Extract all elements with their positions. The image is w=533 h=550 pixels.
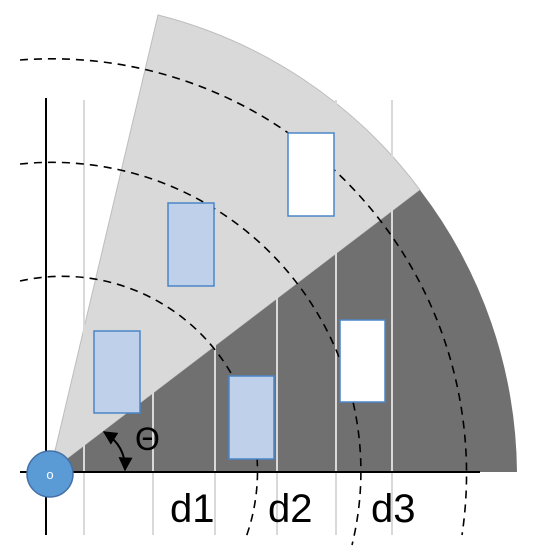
- guide-lines: [83, 100, 393, 472]
- range-arc-3: [19, 58, 468, 536]
- block-light-3: [287, 132, 335, 217]
- label-d3: d3: [371, 487, 416, 531]
- range-arc-2: [19, 161, 362, 546]
- origin-label: o: [46, 467, 53, 482]
- guide-lines-below: [83, 472, 393, 535]
- angle-arrow: [102, 431, 133, 472]
- angle-label: Θ: [135, 421, 160, 457]
- range-arcs: [19, 58, 468, 546]
- range-arc-1: [19, 275, 259, 541]
- light-sector: [49, 14, 421, 474]
- label-d2: d2: [268, 487, 313, 531]
- origin-marker: [26, 450, 74, 498]
- block-dark-1: [228, 375, 275, 460]
- block-light-2: [167, 202, 215, 287]
- block-light-1: [93, 330, 141, 414]
- label-d1: d1: [170, 487, 215, 531]
- block-dark-2: [339, 319, 386, 403]
- dark-sector: [50, 190, 517, 472]
